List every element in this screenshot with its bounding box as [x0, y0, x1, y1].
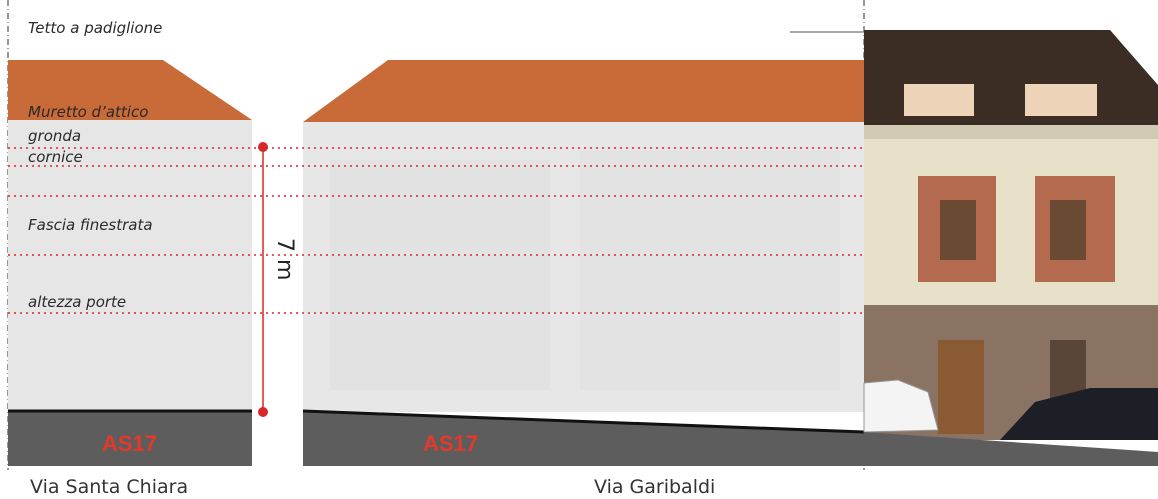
label-cornice: cornice: [28, 148, 83, 166]
ghost-facade-1: [330, 160, 550, 390]
ghost-facade-2: [580, 150, 840, 390]
middle-ground-line: [302, 409, 865, 434]
photo-window-left: [940, 200, 976, 260]
dormer-left: [904, 84, 974, 116]
height-dimension: [258, 142, 268, 417]
photo-street: [864, 432, 1158, 466]
label-gronda: gronda: [28, 127, 82, 145]
road-code-left: AS17: [102, 431, 158, 456]
label-tetto: Tetto a padiglione: [28, 19, 163, 37]
cornice-band: [864, 125, 1158, 139]
caption-right: Via Garibaldi: [594, 476, 716, 498]
label-muretto: Muretto d’attico: [28, 103, 149, 121]
left-roof: [8, 60, 252, 120]
photo-window-right: [1050, 200, 1086, 260]
facade-photo: [863, 30, 1158, 466]
dimension-bottom-dot: [258, 407, 268, 417]
dark-car: [1000, 388, 1158, 440]
photo-door: [938, 340, 984, 434]
left-wall: [8, 120, 252, 412]
middle-roof: [303, 60, 864, 122]
dormer-right: [1025, 84, 1097, 116]
white-car: [863, 379, 939, 433]
label-altezza: altezza porte: [28, 293, 127, 311]
left-elevation: [8, 60, 252, 466]
left-road: [8, 412, 252, 466]
middle-road: [303, 412, 864, 466]
road-code-right: AS17: [423, 431, 479, 456]
caption-left: Via Santa Chiara: [30, 476, 189, 498]
photo-lower-window: [1050, 340, 1086, 400]
middle-elevation: [302, 60, 865, 466]
dimension-top-dot: [258, 142, 268, 152]
label-fascia: Fascia finestrata: [28, 216, 153, 234]
dimension-label: 7 m: [272, 238, 297, 281]
